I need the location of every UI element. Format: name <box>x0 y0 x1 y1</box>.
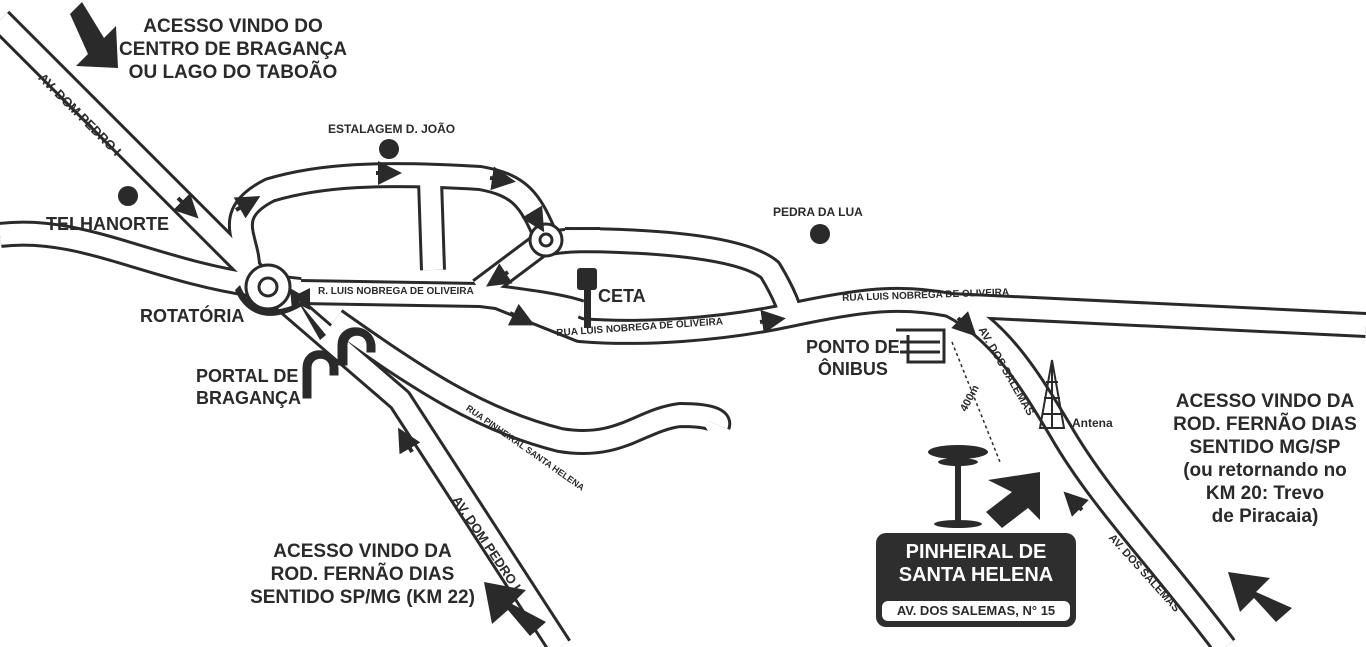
bus-stop-label: PONTO DE ÔNIBUS <box>806 336 900 380</box>
araucaria-tree <box>928 445 988 528</box>
portal-line-1: PORTAL DE <box>196 366 299 386</box>
ceta-tower <box>577 268 597 328</box>
bus-stop-line-2: ÔNIBUS <box>817 359 888 379</box>
landmark-dots <box>118 139 830 244</box>
antenna <box>1038 359 1066 429</box>
east-access-line-3: SENTIDO MG/SP <box>1189 437 1341 458</box>
estalagem-label: ESTALAGEM D. JOÃO <box>328 122 456 136</box>
east-access-line-2: ROD. FERNÃO DIAS <box>1173 414 1357 435</box>
destination-title-line-1: PINHEIRAL DE <box>905 541 1047 563</box>
south-access-line-3: SENTIDO SP/MG (KM 22) <box>250 587 475 608</box>
east-access-line-4: (ou retornando no <box>1183 460 1347 481</box>
north-access-arrow <box>70 2 118 68</box>
antenna-label: Antena <box>1072 416 1113 430</box>
destination-address: AV. DOS SALEMAS, N° 15 <box>882 601 1070 621</box>
road-r-luis-short: R. LUIS NOBREGA DE OLIVEIRA <box>318 286 474 297</box>
destination-arrow <box>986 472 1040 528</box>
east-access-line-6: de Piracaia) <box>1211 506 1319 527</box>
north-access-line-1: ACESSO VINDO DO <box>143 16 323 37</box>
direction-arrows <box>173 161 1089 517</box>
north-access-line-3: OU LAGO DO TABOÃO <box>128 62 338 83</box>
destination-box: PINHEIRAL DE SANTA HELENA AV. DOS SALEMA… <box>876 533 1076 627</box>
pedra-da-lua-label: PEDRA DA LUA <box>773 205 863 219</box>
portal-label: PORTAL DE BRAGANÇA <box>196 365 301 409</box>
roads-fill <box>0 12 1366 647</box>
south-access-line-2: ROD. FERNÃO DIAS <box>270 564 455 585</box>
portal-line-2: BRAGANÇA <box>196 388 301 408</box>
bus-stop-line-1: PONTO DE <box>806 337 900 357</box>
portal-arches <box>302 327 376 399</box>
rotatoria-turn-arrow <box>235 285 310 316</box>
east-access-line-1: ACESSO VINDO DA <box>1175 391 1355 412</box>
destination-title-line-2: SANTA HELENA <box>898 564 1054 586</box>
south-access-arrow <box>484 582 546 636</box>
ceta-label: CETA <box>598 286 646 306</box>
big-arrows <box>70 2 1292 636</box>
north-access-line-2: CENTRO DE BRAGANÇA <box>119 39 347 60</box>
estalagem-dot <box>379 139 399 159</box>
telhanorte-dot <box>118 186 138 206</box>
south-access-label: ACESSO VINDO DA ROD. FERNÃO DIAS SENTIDO… <box>240 540 485 609</box>
rotatoria-label: ROTATÓRIA <box>140 306 245 326</box>
telhanorte-label: TELHANORTE <box>46 214 169 234</box>
destination-title: PINHEIRAL DE SANTA HELENA <box>876 533 1076 587</box>
east-access-line-5: KM 20: Trevo <box>1205 483 1325 504</box>
east-access-arrow <box>1228 572 1292 622</box>
south-access-line-1: ACESSO VINDO DA <box>273 541 452 562</box>
east-access-label: ACESSO VINDO DA ROD. FERNÃO DIAS SENTIDO… <box>1170 390 1360 528</box>
bus-stop <box>896 328 946 364</box>
north-access-label: ACESSO VINDO DO CENTRO DE BRAGANÇA OU LA… <box>118 15 348 84</box>
pedra-dot <box>810 224 830 244</box>
portal-turn-arrow <box>290 288 326 340</box>
